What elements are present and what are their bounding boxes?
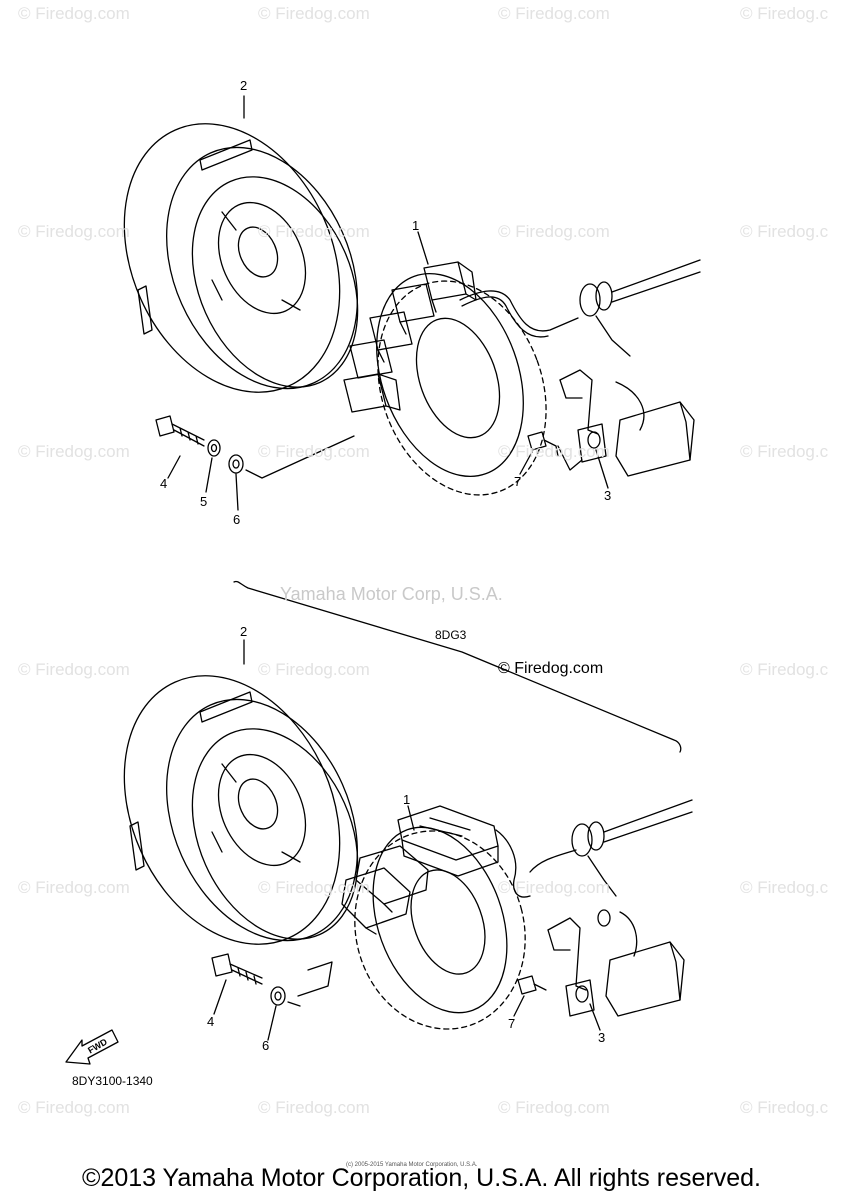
watermark: © Firedog.c xyxy=(740,1098,829,1117)
watermark: © Firedog.com xyxy=(258,878,370,897)
watermark: © Firedog.com xyxy=(18,442,130,461)
watermark: © Firedog.com xyxy=(498,4,610,23)
fwd-arrow-icon: FWD xyxy=(65,1029,119,1065)
clamp-top xyxy=(559,369,695,477)
watermark: © Firedog.com xyxy=(18,4,130,23)
bolt-washers-top xyxy=(155,415,355,479)
watermark: © Firedog.com xyxy=(258,442,370,461)
yamaha-watermark: Yamaha Motor Corp, U.S.A. xyxy=(280,584,503,604)
watermark: © Firedog.c xyxy=(740,442,829,461)
bolt-washer-bottom xyxy=(211,953,301,1007)
callout-screw-top: 7 xyxy=(514,474,522,489)
screw-top xyxy=(527,431,583,471)
copyright-notice: ©2013 Yamaha Motor Corporation, U.S.A. A… xyxy=(82,1164,761,1192)
callout-clamp-top: 3 xyxy=(604,488,612,503)
callout-stator-top: 1 xyxy=(412,218,420,233)
callout-bolt-top: 4 xyxy=(160,476,168,491)
watermark: © Firedog.com xyxy=(258,1098,370,1117)
flywheel-top xyxy=(123,123,359,393)
watermark: © Firedog.c xyxy=(740,4,829,23)
callout-flywheel-bottom: 2 xyxy=(240,624,248,639)
model-code-label: 8DG3 xyxy=(435,628,467,642)
flywheel-bottom xyxy=(123,675,359,945)
screw-bottom xyxy=(517,975,547,995)
grommet-cable-top xyxy=(579,259,701,357)
watermark: © Firedog.com xyxy=(18,1098,130,1117)
fine-print: (c) 2005-2015 Yamaha Motor Corporation, … xyxy=(346,1162,478,1168)
callout-flywheel-top: 2 xyxy=(240,78,248,93)
watermark: © Firedog.com xyxy=(498,878,610,897)
watermark: © Firedog.com xyxy=(258,660,370,679)
watermark: © Firedog.com xyxy=(258,4,370,23)
callout-washer-top: 6 xyxy=(233,512,241,527)
part-code: 8DY3100-1340 xyxy=(72,1074,153,1088)
watermark: © Firedog.c xyxy=(740,660,829,679)
watermark: © Firedog.com xyxy=(498,442,610,461)
stator-top xyxy=(343,261,579,496)
callout-bolt-bottom: 4 xyxy=(207,1014,215,1029)
watermark: © Firedog.com xyxy=(498,222,610,241)
callout-stator-bottom: 1 xyxy=(403,792,411,807)
watermark: © Firedog.com xyxy=(258,222,370,241)
watermark: © Firedog.c xyxy=(740,222,829,241)
clamp-bottom xyxy=(547,909,685,1017)
watermark: © Firedog.com xyxy=(498,1098,610,1117)
watermark: © Firedog.c xyxy=(740,878,829,897)
watermark: © Firedog.com xyxy=(18,222,130,241)
callout-washer-bottom: 6 xyxy=(262,1038,270,1053)
stator-bottom xyxy=(297,805,577,1030)
callout-clamp-bottom: 3 xyxy=(598,1030,606,1045)
watermark: © Firedog.com xyxy=(18,878,130,897)
watermark: © Firedog.com xyxy=(18,660,130,679)
callout-washer-small-top: 5 xyxy=(200,494,208,509)
grommet-cable-bottom xyxy=(571,799,693,897)
firedog-center-watermark: © Firedog.com xyxy=(498,660,604,677)
callout-screw-bottom: 7 xyxy=(508,1016,516,1031)
